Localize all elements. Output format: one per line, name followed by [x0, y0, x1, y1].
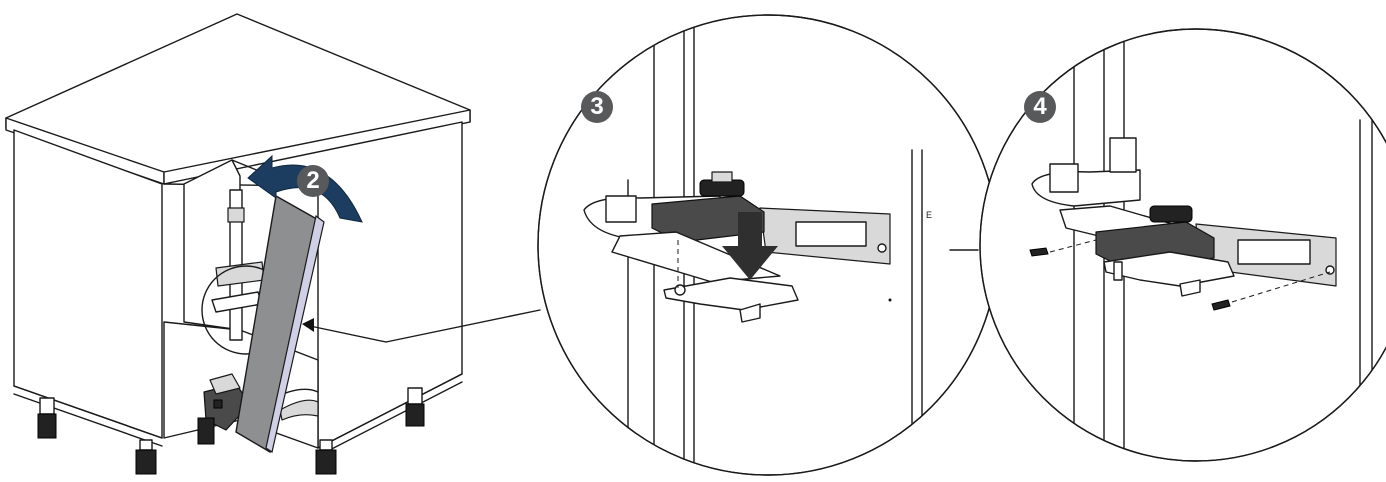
step-badge-3: 3 — [581, 91, 613, 123]
detail-circle-4 — [979, 28, 1386, 462]
press-down-arrow — [722, 212, 778, 280]
rotation-arrow — [247, 154, 363, 223]
door-panel — [235, 194, 323, 454]
detail-view-3: E — [537, 14, 999, 476]
detail-view-4 — [979, 28, 1386, 462]
step-badge-4: 4 — [1024, 91, 1056, 123]
step-badge-2: 2 — [297, 165, 329, 197]
screws — [1029, 247, 1231, 311]
svg-text:E: E — [926, 210, 932, 220]
cabinet-legs — [37, 387, 425, 475]
door-panel-edge — [265, 214, 325, 453]
